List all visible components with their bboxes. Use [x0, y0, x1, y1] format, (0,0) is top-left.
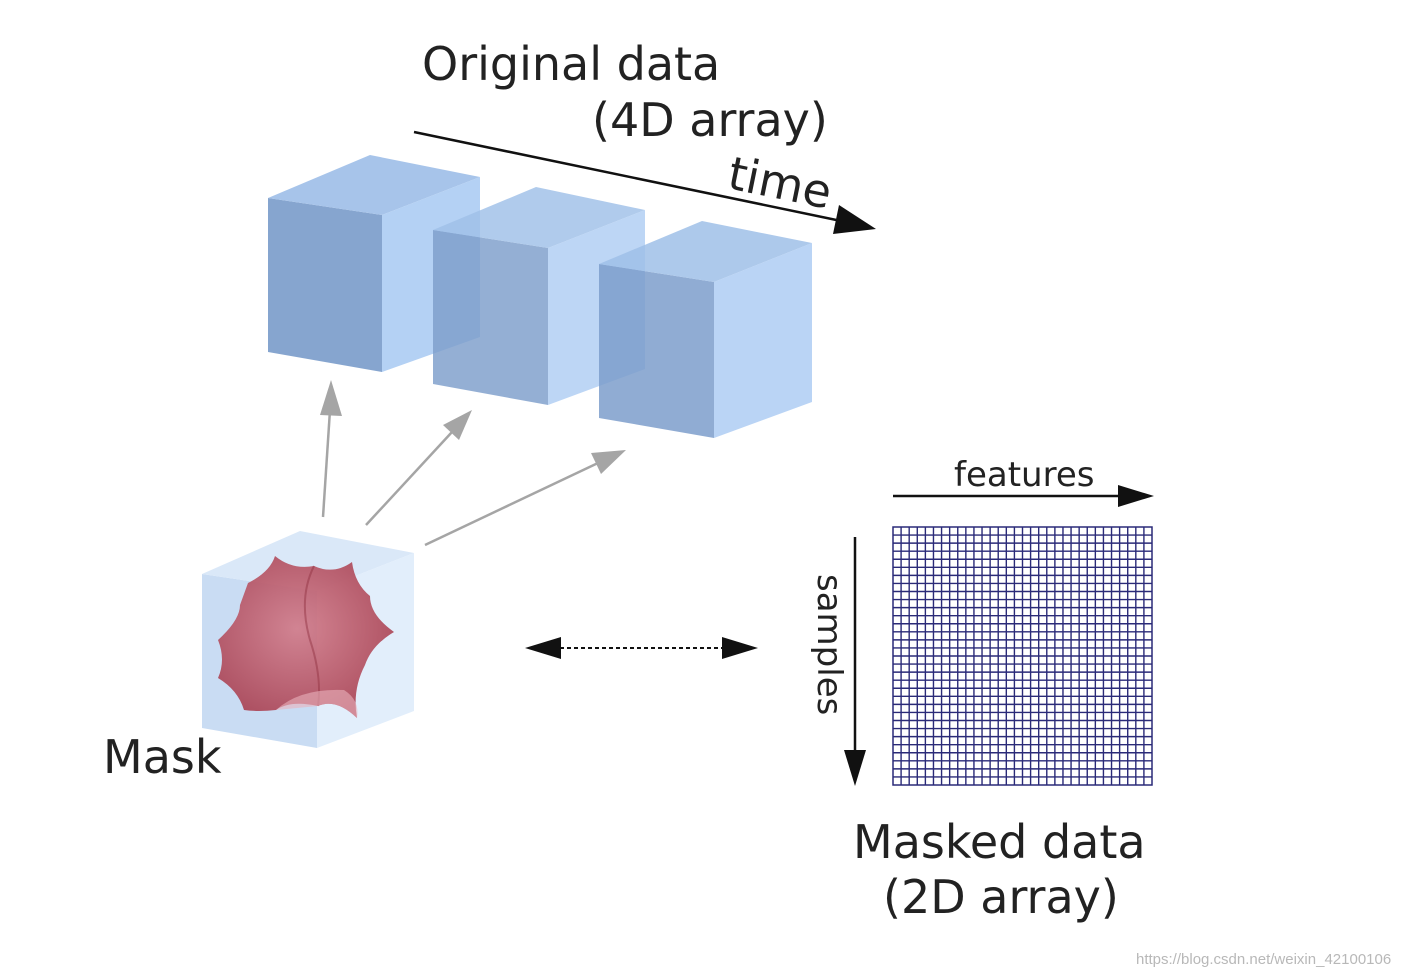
original-data-title: Original data: [422, 37, 720, 91]
mask-shape: [218, 556, 394, 718]
time-arrow: [413, 130, 876, 234]
samples-arrow: [844, 537, 866, 786]
mask-to-cube-arrow-1: [320, 380, 342, 518]
watermark: https://blog.csdn.net/weixin_42100106: [1136, 951, 1391, 968]
mask-to-cube-arrow-3: [424, 450, 626, 547]
samples-label: samples: [809, 574, 849, 715]
data-cube-3: [599, 221, 812, 438]
correspondence-arrow: [525, 637, 758, 659]
mask-shape-highlight: [276, 689, 358, 718]
masked-data-subtitle: (2D array): [883, 870, 1119, 924]
mask-to-cube-arrow-2: [365, 410, 472, 526]
time-label: time: [724, 146, 837, 220]
mask-label: Mask: [103, 730, 222, 784]
mask-shape-shade: [303, 565, 320, 707]
features-label: features: [954, 455, 1094, 495]
features-arrow: [893, 485, 1154, 507]
masked-data-title: Masked data: [853, 815, 1146, 869]
original-data-subtitle: (4D array): [592, 93, 828, 147]
masked-data-grid: [892, 526, 1153, 786]
